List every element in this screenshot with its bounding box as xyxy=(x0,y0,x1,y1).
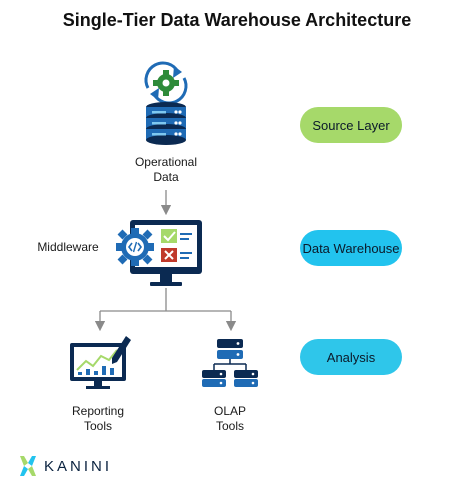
brand-name: KANINI xyxy=(44,457,113,475)
layer-pill-data-warehouse: Data Warehouse xyxy=(300,230,402,266)
layer-pill-source: Source Layer xyxy=(300,107,402,143)
refresh-gear-icon xyxy=(144,61,188,105)
layer-pill-analysis: Analysis xyxy=(300,339,402,375)
reporting-chart-icon xyxy=(70,343,126,389)
operational-data-label-line1: Operational xyxy=(134,155,198,169)
cross-icon xyxy=(161,248,192,262)
operational-data-label-line2: Data xyxy=(153,170,179,184)
reporting-tools-label-line1: Reporting xyxy=(71,404,125,418)
check-icon xyxy=(161,229,192,243)
code-icon xyxy=(128,241,142,253)
olap-tools-label: OLAP Tools xyxy=(180,404,280,434)
brand-logo: KANINI xyxy=(18,455,112,477)
operational-data-label: Operational Data xyxy=(116,155,216,185)
kanini-logo-icon xyxy=(20,456,36,476)
olap-tools-label-line2: Tools xyxy=(215,419,244,433)
middleware-label: Middleware xyxy=(37,240,99,254)
reporting-tools-label-line2: Tools xyxy=(83,419,112,433)
olap-tools-label-line1: OLAP xyxy=(213,404,246,418)
diagram-title: Single-Tier Data Warehouse Architecture xyxy=(62,10,412,30)
pen-icon xyxy=(112,336,131,364)
reporting-tools-label: Reporting Tools xyxy=(48,404,148,434)
olap-network-icon xyxy=(202,339,258,387)
database-icon xyxy=(146,102,186,145)
branch-connector xyxy=(94,288,237,332)
